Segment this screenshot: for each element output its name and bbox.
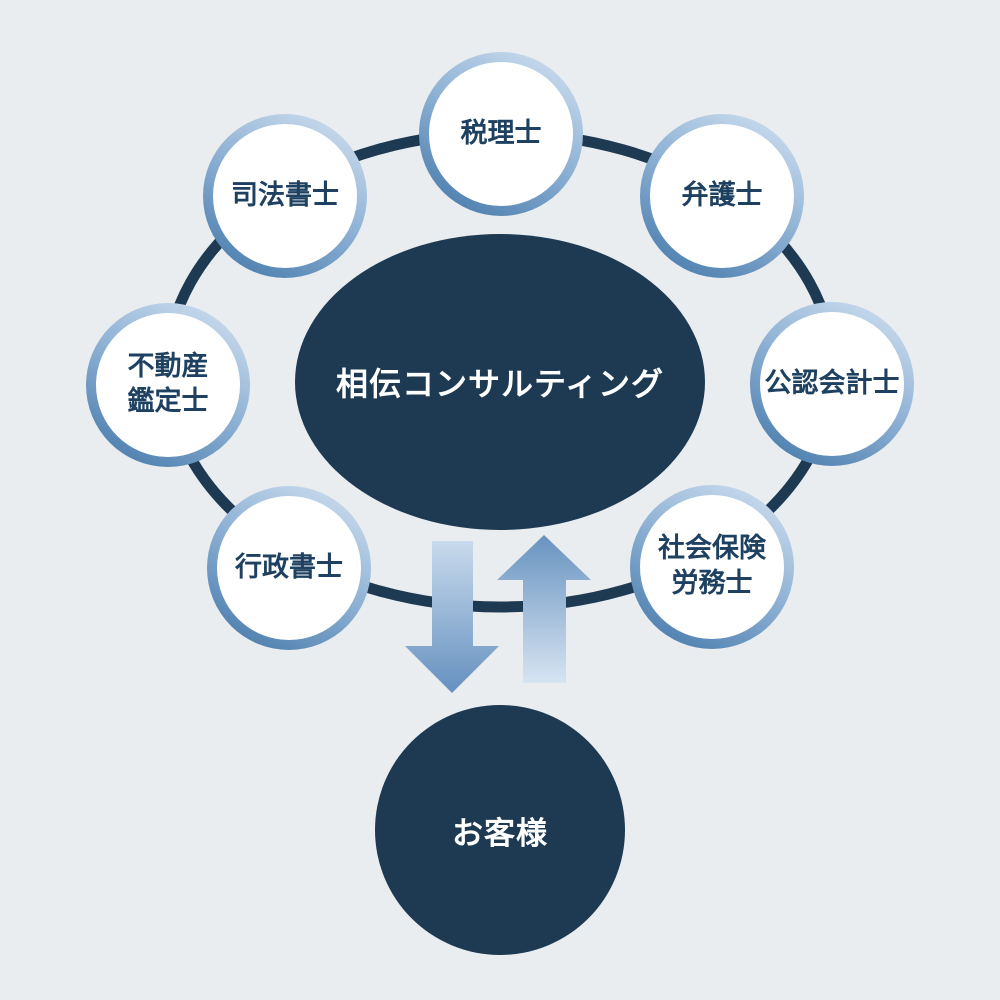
node-label: 司法書士 (231, 179, 339, 211)
down-arrow-icon (405, 541, 499, 693)
node-label: 弁護士 (681, 179, 763, 211)
node-judicial-scrivener: 司法書士 (203, 114, 367, 278)
center-node-consulting: 相伝コンサルティング (295, 234, 705, 530)
customer-node-label: お客様 (452, 815, 548, 852)
node-lawyer: 弁護士 (640, 114, 804, 278)
node-tax-accountant: 税理士 (419, 52, 583, 216)
node-label: 公認会計士 (764, 367, 900, 399)
node-real-estate-appraiser: 不動産 鑑定士 (86, 303, 250, 467)
center-node-label: 相伝コンサルティング (335, 365, 665, 403)
up-arrow-icon (497, 535, 591, 683)
node-label: 不動産 鑑定士 (127, 351, 209, 417)
node-label: 行政書士 (235, 551, 343, 583)
node-labor-insurance-consultant: 社会保険 労務士 (630, 485, 794, 649)
node-label: 社会保険 労務士 (658, 533, 766, 599)
node-certified-public-accountant: 公認会計士 (750, 302, 914, 466)
node-administrative-scrivener: 行政書士 (207, 486, 371, 650)
customer-node: お客様 (375, 705, 625, 955)
node-label: 税理士 (460, 117, 542, 149)
